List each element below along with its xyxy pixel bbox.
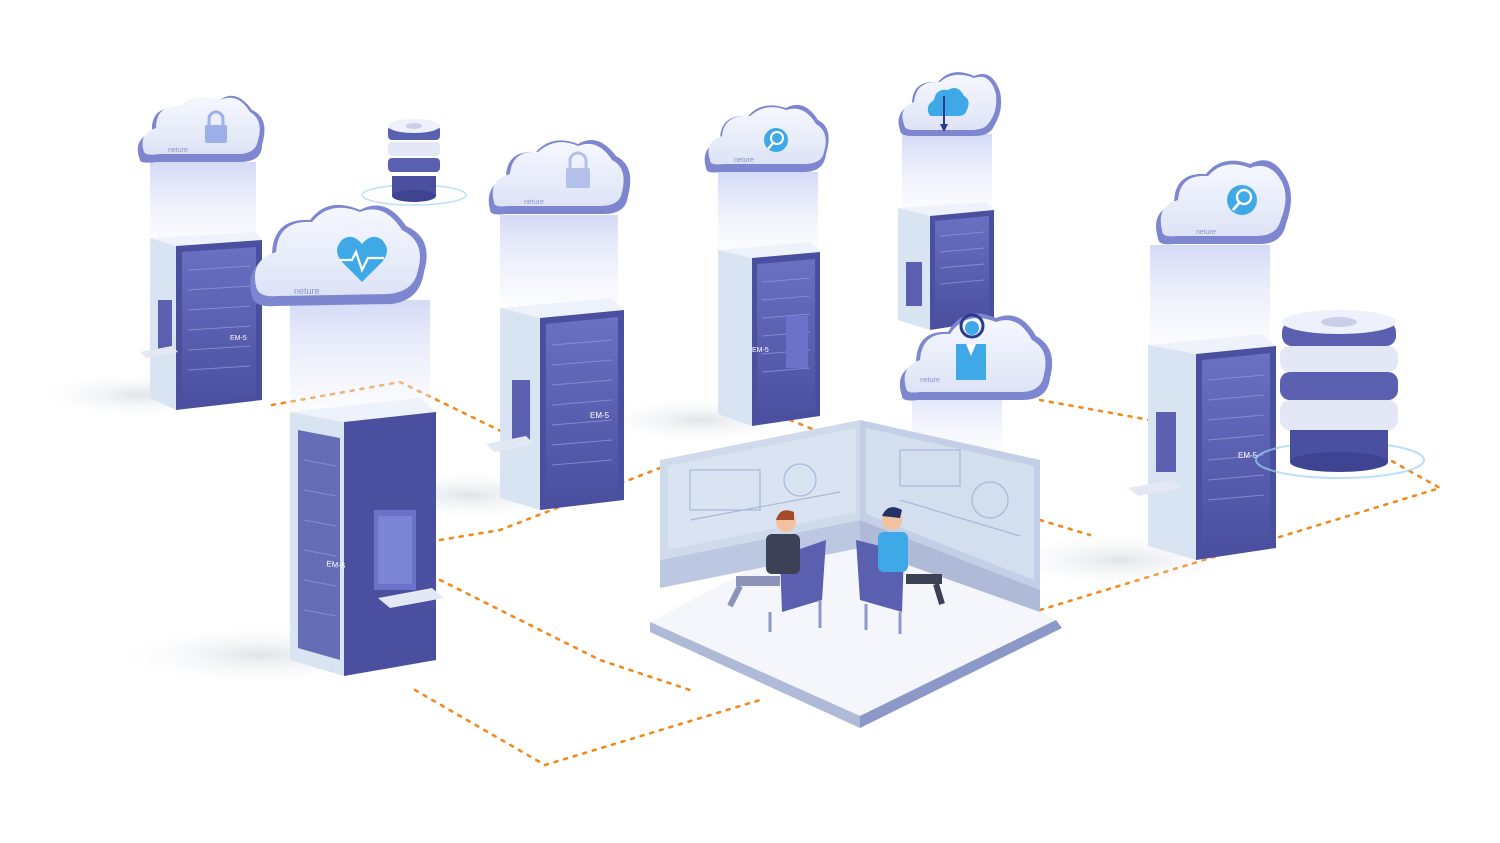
brand-label: neture	[920, 377, 940, 384]
cloud	[898, 72, 1002, 136]
cloud: neture	[137, 95, 265, 163]
cloud-sync-icon	[927, 88, 969, 132]
server-unit-front-left: EM-5 neture	[250, 204, 444, 676]
server-unit-right: EM-5 neture	[1128, 160, 1291, 560]
database-small	[361, 119, 467, 206]
data-beam	[150, 162, 256, 242]
cabinet: EM-5	[718, 242, 820, 426]
cabinet: EM-5	[140, 232, 262, 410]
cloud: neture	[488, 140, 631, 215]
search-icon	[764, 128, 788, 152]
brand-label: neture	[524, 199, 544, 206]
data-beam	[500, 215, 618, 305]
support-agent-icon	[956, 313, 986, 380]
operator-right	[878, 507, 945, 605]
server-unit-back-left: EM-5 neture	[137, 95, 265, 410]
ground-shadows	[30, 371, 1250, 687]
padlock-icon	[205, 110, 227, 143]
brand-label: neture	[168, 147, 188, 154]
brand-label: neture	[294, 286, 320, 296]
server-unit-center-right: EM-5 neture	[704, 104, 829, 426]
cabinet	[898, 202, 994, 330]
cloud: neture	[250, 204, 427, 307]
data-beam	[1150, 245, 1270, 345]
data-beam	[290, 300, 430, 412]
brand-label: neture	[1196, 229, 1216, 236]
data-beam	[718, 172, 818, 250]
cabinet-label: EM-5	[230, 335, 247, 342]
operator-left	[727, 510, 800, 608]
database-large	[1255, 310, 1425, 479]
cabinet: EM-5	[290, 398, 444, 676]
heart-pulse-icon	[337, 236, 387, 282]
server-unit-back-right	[898, 72, 1002, 330]
cabinet: EM-5	[1128, 334, 1276, 560]
data-beam	[902, 134, 992, 210]
cabinet-label: EM-5	[1238, 451, 1258, 460]
cloud: neture	[1156, 160, 1291, 245]
cloud: neture	[704, 104, 829, 173]
cabinet-label: EM-5	[752, 347, 769, 354]
server-unit-center: EM-5 neture	[486, 140, 631, 510]
control-room	[650, 420, 1062, 728]
cabinet: EM-5	[486, 298, 624, 510]
brand-label: neture	[734, 157, 754, 164]
cabinet-label: EM-5	[326, 559, 347, 571]
cloud-support: neture	[899, 313, 1053, 450]
padlock-icon	[566, 151, 590, 188]
cabinet-label: EM-5	[590, 411, 610, 420]
search-icon	[1227, 185, 1257, 215]
